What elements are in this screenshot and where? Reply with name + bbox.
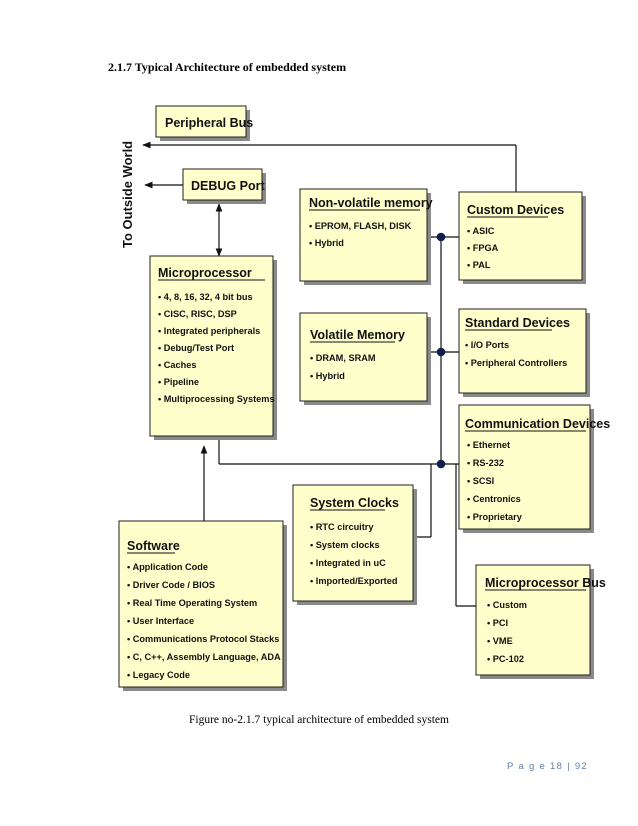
software-item: • Driver Code / BIOS — [127, 580, 215, 590]
microprocessor-bus-item: • PC-102 — [487, 654, 524, 664]
microprocessor-item: • Integrated peripherals — [158, 326, 260, 336]
system-clocks-item: • Integrated in uC — [310, 558, 386, 568]
microprocessor-bus-item: • PCI — [487, 618, 508, 628]
microprocessor-title: Microprocessor — [158, 266, 252, 280]
custom-devices-item: • PAL — [467, 260, 491, 270]
software-item: • Real Time Operating System — [127, 598, 257, 608]
software-item: • Communications Protocol Stacks — [127, 634, 279, 644]
system-clocks-item: • Imported/Exported — [310, 576, 397, 586]
software-item: • Legacy Code — [127, 670, 190, 680]
peripheral-bus-title: Peripheral Bus — [165, 116, 253, 130]
communication-devices-item: • Centronics — [467, 494, 521, 504]
custom-devices-title: Custom Devices — [467, 203, 564, 217]
microprocessor-item: • Debug/Test Port — [158, 343, 234, 353]
page-number: P a g e 18 | 92 — [507, 761, 588, 772]
microprocessor-bus-item: • VME — [487, 636, 513, 646]
volatile-memory-item: • Hybrid — [310, 371, 345, 381]
communication-devices-title: Communication Devices — [465, 417, 610, 431]
standard-devices-item: • Peripheral Controllers — [465, 358, 567, 368]
nonvolatile-memory-box: Non-volatile memory • EPROM, FLASH, DISK… — [299, 188, 433, 285]
standard-devices-title: Standard Devices — [465, 316, 570, 330]
system-clocks-item: • System clocks — [310, 540, 380, 550]
software-item: • C, C++, Assembly Language, ADA — [127, 652, 281, 662]
custom-devices-item: • ASIC — [467, 226, 495, 236]
standard-devices-box: Standard Devices • I/O Ports • Periphera… — [458, 308, 590, 397]
communication-devices-item: • Proprietary — [467, 512, 523, 522]
microprocessor-item: • Caches — [158, 360, 196, 370]
debug-port-box: DEBUG Port — [182, 168, 266, 204]
microprocessor-item: • 4, 8, 16, 32, 4 bit bus — [158, 292, 253, 302]
volatile-memory-box: Volatile Memory • DRAM, SRAM • Hybrid — [299, 312, 431, 405]
debug-port-title: DEBUG Port — [191, 179, 265, 193]
communication-devices-item: • Ethernet — [467, 440, 510, 450]
volatile-memory-item: • DRAM, SRAM — [310, 353, 376, 363]
communication-devices-box: Communication Devices • Ethernet • RS-23… — [458, 404, 610, 533]
microprocessor-item: • Pipeline — [158, 377, 199, 387]
microprocessor-bus-title: Microprocessor Bus — [485, 576, 606, 590]
communication-devices-item: • RS-232 — [467, 458, 504, 468]
volatile-memory-title: Volatile Memory — [310, 328, 405, 342]
microprocessor-item: • Multiprocessing Systems — [158, 394, 275, 404]
microprocessor-bus-item: • Custom — [487, 600, 527, 610]
nonvolatile-memory-item: • Hybrid — [309, 238, 344, 248]
section-heading: 2.1.7 Typical Architecture of embedded s… — [108, 60, 347, 74]
side-label: To Outside World — [120, 141, 135, 248]
peripheral-bus-box: Peripheral Bus — [155, 105, 253, 141]
custom-devices-box: Custom Devices • ASIC • FPGA • PAL — [458, 191, 586, 284]
bus-wires — [142, 141, 517, 607]
system-clocks-box: System Clocks • RTC circuitry • System c… — [292, 484, 417, 605]
figure-caption: Figure no-2.1.7 typical architecture of … — [189, 714, 449, 726]
nonvolatile-memory-title: Non-volatile memory — [309, 196, 433, 210]
communication-devices-item: • SCSI — [467, 476, 494, 486]
system-clocks-item: • RTC circuitry — [310, 522, 374, 532]
software-title: Software — [127, 539, 180, 553]
software-item: • User Interface — [127, 616, 194, 626]
software-box: Software • Application Code • Driver Cod… — [118, 520, 287, 691]
custom-devices-item: • FPGA — [467, 243, 499, 253]
system-clocks-title: System Clocks — [310, 496, 399, 510]
standard-devices-item: • I/O Ports — [465, 340, 509, 350]
nonvolatile-memory-item: • EPROM, FLASH, DISK — [309, 221, 412, 231]
microprocessor-item: • CISC, RISC, DSP — [158, 309, 237, 319]
microprocessor-bus-box: Microprocessor Bus • Custom • PCI • VME … — [475, 564, 606, 679]
software-item: • Application Code — [127, 562, 208, 572]
microprocessor-box: Microprocessor • 4, 8, 16, 32, 4 bit bus… — [149, 255, 277, 440]
